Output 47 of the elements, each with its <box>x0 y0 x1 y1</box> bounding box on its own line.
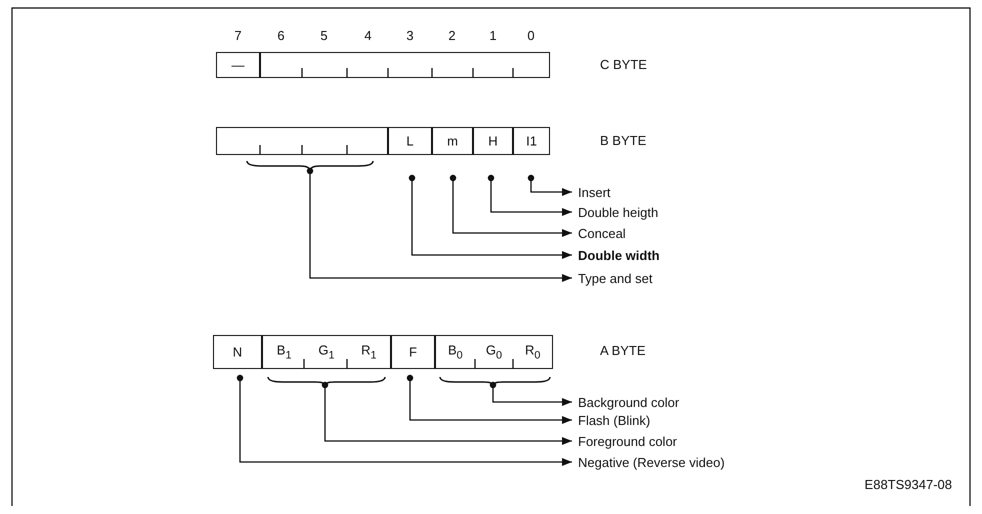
leader-arrow <box>450 174 572 237</box>
bit-label: R$_{1}$ <box>361 342 377 362</box>
bit-field-box <box>216 127 388 155</box>
field-description: Insert <box>578 184 611 200</box>
bit-number: 7 <box>234 28 242 43</box>
bit-field-cell: m <box>432 127 473 155</box>
bit-number: 6 <box>277 28 285 43</box>
bit-number: 2 <box>448 28 456 43</box>
bit-field-box <box>260 52 550 78</box>
field-description: Type and set <box>578 270 652 286</box>
register-name: C BYTE <box>600 57 647 72</box>
bit-field-cell: F <box>391 335 435 369</box>
field-description: Double heigth <box>578 204 658 220</box>
bit-number: 1 <box>489 28 497 43</box>
leader-arrow <box>236 374 572 466</box>
bit-field-group <box>262 335 391 369</box>
bit-number: 5 <box>320 28 328 43</box>
bit-field-cell: I1 <box>513 127 550 155</box>
register-name: A BYTE <box>600 343 646 358</box>
bit-label: R$_{0}$ <box>524 342 540 362</box>
bit-field-cell: — <box>216 52 260 78</box>
leader-arrow <box>490 382 572 406</box>
register-name: B BYTE <box>600 133 646 148</box>
bit-label: G$_{0}$ <box>486 342 502 362</box>
bit-field-cell: L <box>388 127 432 155</box>
field-description: Foreground color <box>578 432 677 450</box>
field-description: Flash (Blink) <box>578 412 650 428</box>
bit-field-group <box>435 335 553 369</box>
leader-arrow <box>488 174 572 216</box>
bit-field-cell: H <box>473 127 513 155</box>
leader-arrow <box>306 168 572 282</box>
bit-label: B$_{1}$ <box>276 342 292 362</box>
figure-code: E88TS9347-08 <box>864 477 952 492</box>
leader-arrow <box>406 374 572 424</box>
bit-label: B$_{0}$ <box>448 342 463 362</box>
bit-label: G$_{1}$ <box>318 342 335 362</box>
field-description: Conceal <box>578 224 626 242</box>
bit-field-cell: N <box>213 335 262 369</box>
bit-number: 4 <box>364 28 372 43</box>
bit-number: 3 <box>406 28 414 43</box>
field-description: Negative (Reverse video) <box>578 454 725 470</box>
leader-arrow <box>408 174 572 259</box>
leader-arrow <box>322 382 572 445</box>
field-description: Background color <box>578 394 680 410</box>
leader-arrow <box>528 174 572 196</box>
field-description: Double width <box>578 246 660 264</box>
bit-number: 0 <box>527 28 535 43</box>
